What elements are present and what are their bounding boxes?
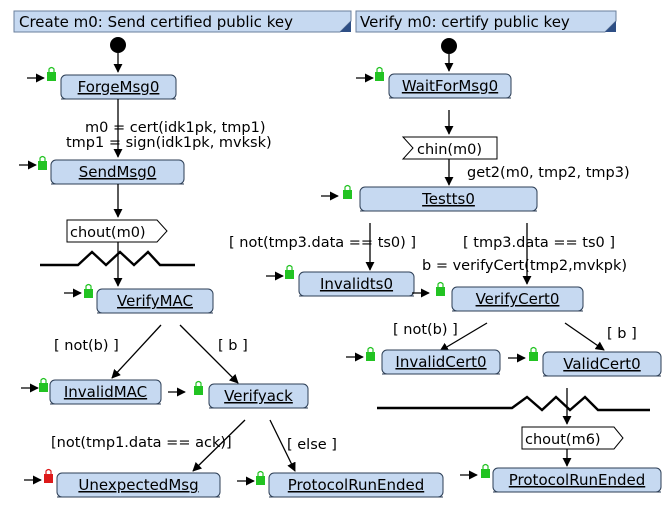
lock-icon xyxy=(343,190,352,199)
lock-icon xyxy=(194,386,203,395)
lock-icon xyxy=(529,352,538,361)
state-label: SendMsg0 xyxy=(79,163,157,181)
guard-b: [ b ] xyxy=(218,338,248,354)
receive-signal-chin-m0[interactable]: chin(m0) xyxy=(401,136,498,160)
guard-b-right: [ b ] xyxy=(607,326,637,342)
state-validcert0[interactable]: ValidCert0 xyxy=(542,351,662,377)
state-waitformsg0[interactable]: WaitForMsg0 xyxy=(388,73,512,99)
state-unexpectedmsg[interactable]: UnexpectedMsg xyxy=(56,472,221,498)
state-label: UnexpectedMsg xyxy=(78,476,198,494)
signal-label: chout(m6) xyxy=(525,432,601,448)
right-panel-header[interactable]: Verify m0: certify public key xyxy=(355,10,617,33)
state-label: ForgeMsg0 xyxy=(78,78,160,96)
state-label: ProtocolRunEnded xyxy=(509,471,645,489)
state-label: Testts0 xyxy=(421,190,475,208)
state-label: Verifyack xyxy=(224,387,293,405)
guard-not-b-right: [ not(b) ] xyxy=(393,322,458,338)
state-label: ProtocolRunEnded xyxy=(288,476,424,494)
lock-icon xyxy=(375,72,384,81)
lock-icon xyxy=(47,72,56,81)
right-panel-title: Verify m0: certify public key xyxy=(360,13,570,31)
state-label: VerifyCert0 xyxy=(476,290,560,308)
separator-zigzag-right xyxy=(377,395,650,412)
send-signal-chout-m0[interactable]: chout(m0) xyxy=(66,219,168,243)
left-panel-title: Create m0: Send certified public key xyxy=(19,13,293,31)
action-m0: m0 = cert(idk1pk, tmp1) xyxy=(85,120,266,136)
guard-not-ts: [ not(tmp3.data == ts0) ] xyxy=(229,235,416,251)
state-label: ValidCert0 xyxy=(563,355,640,373)
guard-else: [ else ] xyxy=(287,437,337,453)
state-protocolrunended-right[interactable]: ProtocolRunEnded xyxy=(492,467,662,493)
left-panel-header[interactable]: Create m0: Send certified public key xyxy=(13,10,352,33)
state-sendmsg0[interactable]: SendMsg0 xyxy=(50,159,185,185)
lock-icon-red xyxy=(44,474,53,483)
signal-label: chout(m0) xyxy=(70,225,146,241)
state-invalidcert0[interactable]: InvalidCert0 xyxy=(381,349,501,375)
state-label: Invalidts0 xyxy=(320,275,393,293)
guard-not-b: [ not(b) ] xyxy=(54,338,119,354)
lock-icon xyxy=(366,352,375,361)
state-label: VerifyMAC xyxy=(117,292,193,310)
lock-icon xyxy=(256,476,265,485)
left-initial-node xyxy=(110,37,126,53)
state-invalidmac[interactable]: InvalidMAC xyxy=(49,379,162,405)
action-verifycert: b = verifyCert(tmp2,mvkpk) xyxy=(422,258,627,274)
state-verifymac[interactable]: VerifyMAC xyxy=(96,288,214,314)
lock-icon xyxy=(481,469,490,478)
lock-icon xyxy=(436,287,445,296)
state-label: WaitForMsg0 xyxy=(402,77,498,95)
lock-icon xyxy=(84,289,93,298)
separator-zigzag xyxy=(40,250,195,267)
guard-not-tmp1: [not(tmp1.data == ack)] xyxy=(51,435,232,451)
state-label: InvalidMAC xyxy=(64,383,147,401)
action-tmp1: tmp1 = sign(idk1pk, mvksk) xyxy=(66,135,272,151)
state-protocolrunended-left[interactable]: ProtocolRunEnded xyxy=(268,472,444,498)
lock-icon xyxy=(38,161,47,170)
state-label: InvalidCert0 xyxy=(395,353,486,371)
action-get2: get2(m0, tmp2, tmp3) xyxy=(467,165,630,181)
send-signal-chout-m6[interactable]: chout(m6) xyxy=(521,426,624,450)
guard-ts: [ tmp3.data == ts0 ] xyxy=(463,235,615,251)
right-initial-node xyxy=(441,38,457,54)
state-testts0[interactable]: Testts0 xyxy=(359,186,538,212)
signal-label: chin(m0) xyxy=(417,142,482,158)
state-invalidts0[interactable]: Invalidts0 xyxy=(298,271,415,297)
state-forgemsg0[interactable]: ForgeMsg0 xyxy=(60,74,177,100)
lock-icon xyxy=(39,383,48,392)
state-verifycert0[interactable]: VerifyCert0 xyxy=(451,286,584,312)
lock-icon xyxy=(285,270,294,279)
state-verifyack[interactable]: Verifyack xyxy=(208,383,309,409)
